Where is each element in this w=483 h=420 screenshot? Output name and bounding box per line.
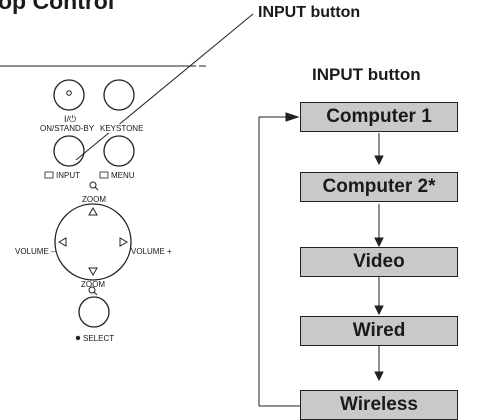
flow-step-video: Video	[300, 247, 458, 277]
zoom-top-label: ZOOM	[82, 195, 106, 204]
right-arrow-icon[interactable]	[119, 237, 129, 247]
menu-button[interactable]	[103, 135, 135, 167]
keystone-button[interactable]	[103, 79, 135, 111]
input-button[interactable]	[53, 135, 85, 167]
volume-minus-label: VOLUME –	[15, 247, 56, 256]
input-label: INPUT	[56, 171, 80, 180]
input-icon	[44, 171, 54, 179]
down-arrow-icon[interactable]	[88, 267, 98, 277]
zoom-out-icon-handle	[93, 291, 98, 296]
on-standby-label: ON/STAND-BY	[40, 124, 95, 133]
power-dot	[66, 90, 72, 96]
callout-line	[75, 13, 254, 161]
flow-title: INPUT button	[312, 65, 421, 84]
up-arrow-icon[interactable]	[88, 206, 98, 216]
menu-label: MENU	[111, 171, 135, 180]
left-arrow-icon[interactable]	[57, 237, 67, 247]
menu-icon	[99, 171, 109, 179]
direction-pad[interactable]	[54, 203, 132, 281]
flow-step-wired: Wired	[300, 316, 458, 346]
zoom-bottom-label: ZOOM	[81, 280, 105, 289]
page-heading: op Control	[0, 0, 115, 14]
keystone-label: KEYSTONE	[100, 124, 144, 133]
zoom-in-icon	[89, 181, 97, 189]
flow-step-computer-1: Computer 1	[300, 102, 458, 132]
select-dot-icon	[75, 335, 81, 341]
flow-step-computer-2: Computer 2*	[300, 172, 458, 202]
loop-back-arrow	[258, 112, 300, 407]
select-button[interactable]	[78, 296, 110, 328]
select-label: SELECT	[83, 334, 115, 343]
callout-label: INPUT button	[258, 4, 361, 21]
zoom-in-icon-handle	[94, 186, 99, 191]
flow-step-wireless: Wireless	[300, 390, 458, 420]
flow-arrows	[374, 133, 384, 382]
volume-plus-label: VOLUME +	[131, 247, 172, 256]
on-standby-symbol: I/⏻	[64, 114, 77, 124]
zoom-out-icon	[88, 286, 96, 294]
